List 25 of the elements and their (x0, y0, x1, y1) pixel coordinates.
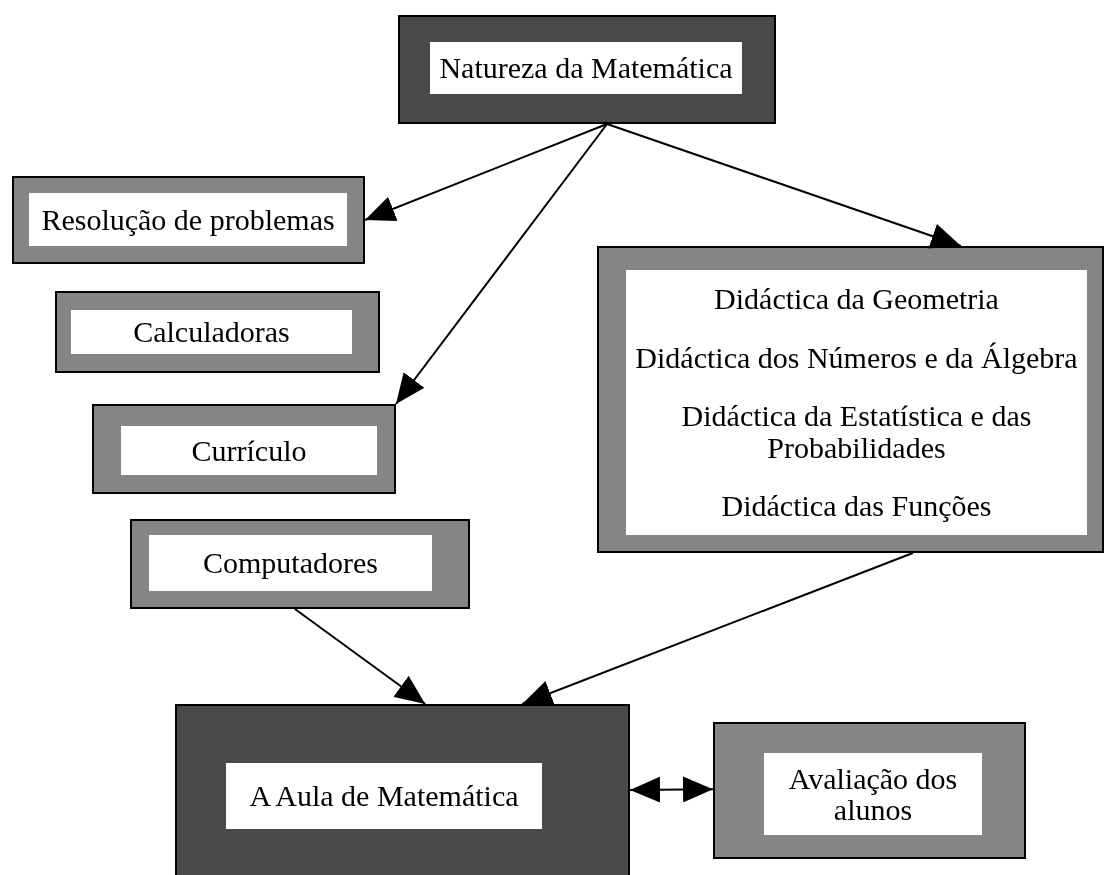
arrow (521, 552, 914, 706)
arrow (364, 123, 609, 221)
process-box (398, 15, 776, 124)
process-box (12, 176, 365, 264)
node-text: Didáctica da Geometria (714, 283, 999, 315)
node-text: Didáctica das Funções (721, 490, 992, 522)
node-text: Avaliação dos alunos (787, 762, 959, 826)
arrow (395, 123, 609, 405)
process-box (597, 246, 1104, 553)
node-text: Calculadoras (133, 316, 290, 348)
process-box (130, 519, 470, 609)
node-text: Natureza da Matemática (439, 52, 733, 84)
node-text: Didáctica dos Números e da Álgebra (635, 341, 1078, 374)
process-box (175, 704, 630, 875)
process-box (92, 404, 396, 494)
arrow (293, 608, 427, 705)
node-text: A Aula de Matemática (249, 780, 519, 812)
process-box (713, 722, 1026, 859)
process-box (55, 291, 380, 373)
node-text: Resolução de problemas (41, 203, 335, 236)
node-text: Didáctica da Estatística e das Probabilidades (680, 400, 1033, 464)
arrow (629, 776, 714, 803)
arrow (606, 123, 963, 249)
node-text: Computadores (203, 547, 378, 579)
node-text: Currículo (191, 434, 307, 467)
